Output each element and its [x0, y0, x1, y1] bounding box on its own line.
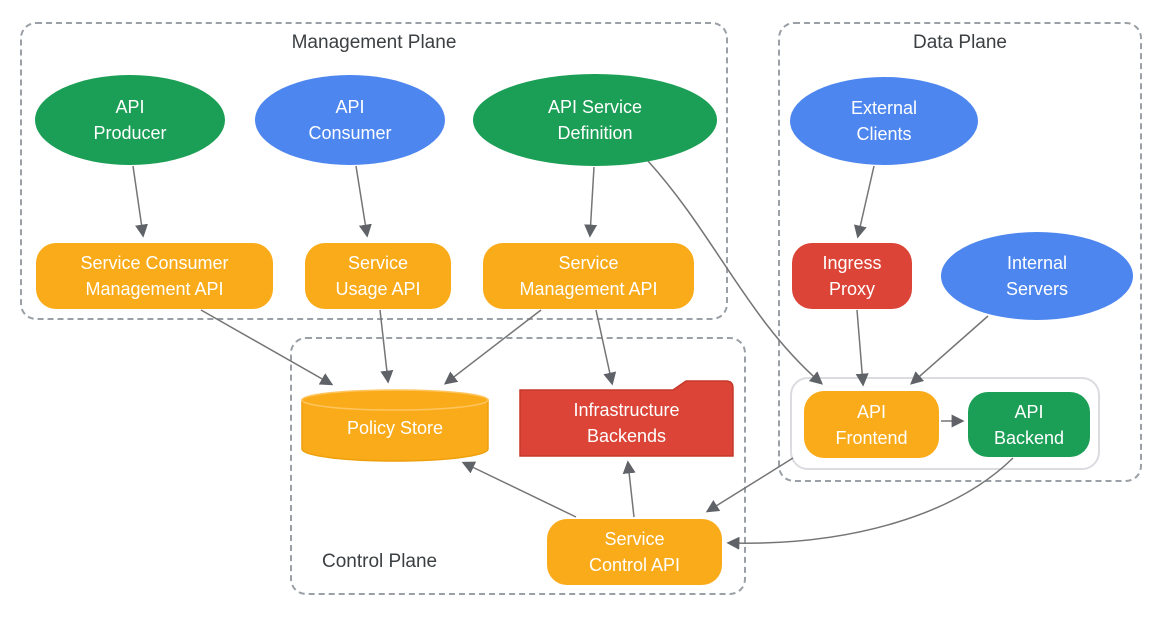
node-api-backend: API Backend	[968, 392, 1090, 457]
edge-ingress-proxy-to-api-frontend	[855, 309, 869, 387]
node-service-usage-api: Service Usage API	[305, 243, 451, 309]
edge-service-control-api-to-policy-store	[461, 461, 577, 518]
edge-api-consumer-to-service-usage-api	[355, 165, 372, 238]
service-management-api-label: Service Management API	[519, 253, 658, 299]
edge-api-producer-to-service-consumer-management-api	[132, 165, 148, 238]
edge-api-service-definition-to-api-frontend	[647, 160, 823, 385]
infrastructure-backends-label: Infrastructure Backends	[573, 400, 680, 446]
node-service-management-api: Service Management API	[483, 243, 694, 309]
api-consumer-label: API Consumer	[308, 97, 392, 143]
node-internal-servers: Internal Servers	[941, 232, 1133, 320]
edge-service-usage-api-to-policy-store	[379, 309, 394, 384]
edge-service-management-api-to-infrastructure-backends	[595, 309, 617, 386]
service-control-api-label: Service Control API	[588, 529, 681, 575]
data-plane-title: Data Plane	[912, 32, 1007, 53]
node-infrastructure-backends	[519, 380, 734, 457]
api-producer-label: API Producer	[93, 97, 167, 143]
edge-service-control-api-to-infrastructure-backends	[622, 460, 636, 518]
edge-api-service-definition-to-service-management-api	[584, 166, 598, 238]
internal-servers-label: Internal Servers	[1005, 253, 1068, 299]
api-service-definition-label: API Service Definition	[547, 97, 643, 143]
node-service-consumer-management-api: Service Consumer Management API	[36, 243, 273, 309]
data-plane-box: Data Plane	[778, 22, 1142, 482]
api-frontend-label: API Frontend	[835, 401, 908, 448]
edge-service-management-api-to-policy-store	[443, 309, 542, 385]
node-api-frontend: API Frontend	[804, 391, 939, 458]
policy-store-cylinder-top	[301, 389, 489, 411]
node-external-clients: External Clients	[790, 77, 978, 165]
node-policy-store	[301, 389, 489, 462]
api-backend-label: API Backend	[993, 401, 1065, 448]
management-plane-box: Management Plane	[20, 22, 728, 320]
node-api-service-definition: API Service Definition	[473, 74, 717, 166]
policy-store-label: Policy Store	[346, 418, 444, 438]
ingress-proxy-label: Ingress Proxy	[822, 253, 882, 299]
service-consumer-management-api-label: Service Consumer Management API	[80, 253, 229, 299]
node-service-control-api: Service Control API	[547, 519, 722, 585]
edge-service-consumer-management-api-to-policy-store	[200, 309, 334, 386]
edge-api-frontend-to-service-control-api	[705, 457, 794, 513]
edge-internal-servers-to-api-frontend	[910, 315, 989, 385]
policy-store-cylinder-body	[301, 399, 489, 462]
edge-external-clients-to-ingress-proxy	[853, 165, 875, 239]
control-plane-title: Control Plane	[322, 551, 438, 572]
management-plane-title: Management Plane	[291, 32, 457, 53]
service-usage-api-label: Service Usage API	[335, 253, 421, 299]
edge-api-backend-to-service-control-api	[726, 457, 1014, 550]
node-api-consumer: API Consumer	[255, 75, 445, 165]
external-clients-label: External Clients	[850, 98, 918, 144]
node-api-producer: API Producer	[35, 75, 225, 165]
node-ingress-proxy: Ingress Proxy	[792, 243, 912, 309]
control-plane-box: Control Plane	[290, 337, 746, 595]
